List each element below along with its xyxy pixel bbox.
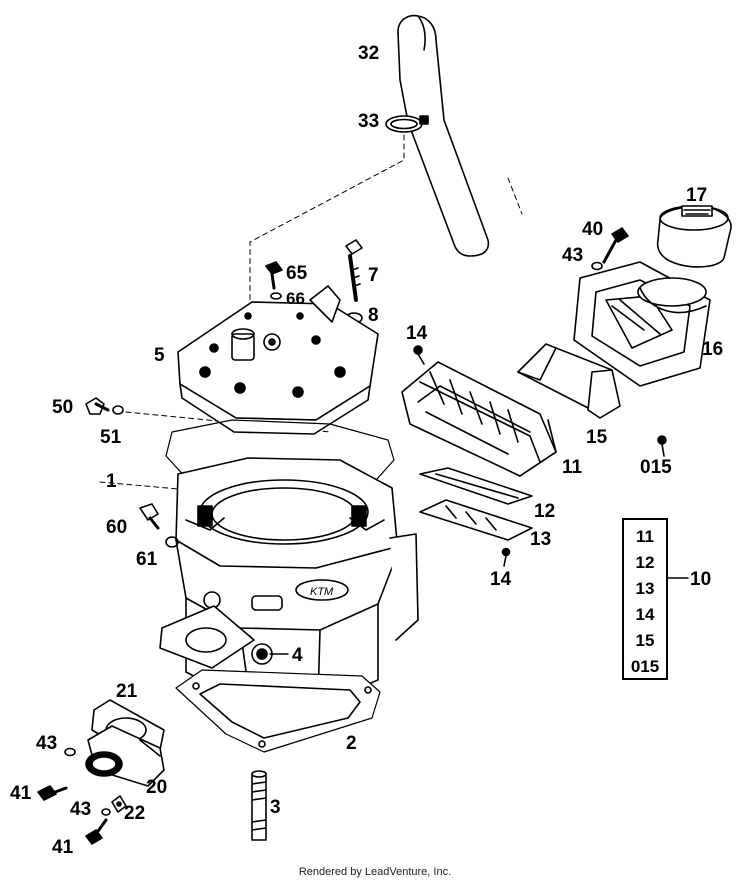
reed-stop-13 [419,499,533,541]
screw-41-left [37,785,68,801]
hose-clamp-33 [385,115,429,133]
part-label-14-bottom: 14 [490,569,512,590]
screw-14-top [413,345,425,365]
washer-51 [112,405,124,415]
washer-43-left [64,747,76,757]
kit-item: 13 [635,579,655,598]
intake-manifold-20 [85,725,165,787]
part-label-65: 65 [286,263,308,284]
part-label-60: 60 [106,517,128,538]
intake-flange-16 [573,261,711,387]
kit-item: 015 [630,657,660,676]
intake-clamp-17 [656,205,732,268]
screw-50 [85,397,110,415]
reed-spacer-15 [517,343,621,419]
part-label-21: 21 [116,681,138,702]
part-label-51: 51 [100,427,122,448]
part-label-15: 15 [586,427,608,448]
part-label-11: 11 [562,457,583,478]
part-label-17: 17 [686,185,708,206]
kit-item: 14 [635,605,655,624]
washer-61 [165,536,179,548]
part-label-43-left: 43 [36,733,58,754]
screw-60 [139,503,160,530]
part-label-43-lower: 43 [70,799,92,820]
part-label-015: 015 [640,457,672,478]
bracket-22 [111,795,127,813]
svg-text:KTM: KTM [310,586,334,598]
part-label-12: 12 [534,501,556,522]
kit-10-contents-box: 11 12 13 14 15 015 [622,518,668,680]
part-label-22: 22 [124,803,146,824]
part-label-7: 7 [368,265,379,286]
part-label-40: 40 [582,219,604,240]
part-label-5: 5 [154,345,165,366]
part-label-43: 43 [562,245,584,266]
part-label-41-lower: 41 [52,837,74,858]
screw-40 [602,227,629,264]
washer-43-lower [101,808,111,816]
footer-credit: Rendered by LeadVenture, Inc. [298,866,452,878]
kit-item: 15 [635,631,655,650]
part-label-41-left: 41 [10,783,32,804]
part-label-61: 61 [136,549,158,570]
part-label-33: 33 [358,111,380,132]
washer-43 [591,261,603,271]
washer-66 [270,292,282,300]
kit-item: 11 [636,527,654,546]
part-label-32: 32 [358,43,380,64]
kit-item: 12 [635,553,655,572]
screw-14-bottom [501,547,511,567]
head-gasket [165,419,395,501]
cylinder-1: KTM [159,457,419,701]
part-label-10: 10 [690,569,712,590]
screw-015 [657,435,667,457]
reed-petals-12 [419,467,533,505]
part-label-16: 16 [702,339,724,360]
part-label-4: 4 [292,645,303,666]
part-label-3: 3 [270,797,281,818]
transfer-hose-32 [397,14,490,257]
bolt-7 [345,239,363,302]
base-gasket-2 [175,669,381,753]
part-label-14-top: 14 [406,323,428,344]
screw-41-lower [85,818,108,845]
part-label-13: 13 [530,529,552,550]
part-label-66: 66 [286,289,305,308]
part-label-1: 1 [106,471,117,492]
stud-3 [251,770,267,841]
part-label-2: 2 [346,733,357,754]
part-label-50: 50 [52,397,74,418]
part-label-20: 20 [146,777,168,798]
screw-65 [265,261,283,290]
reed-cage-11 [401,361,557,477]
part-label-8: 8 [368,305,379,326]
cylinder-head-5 [177,285,379,435]
